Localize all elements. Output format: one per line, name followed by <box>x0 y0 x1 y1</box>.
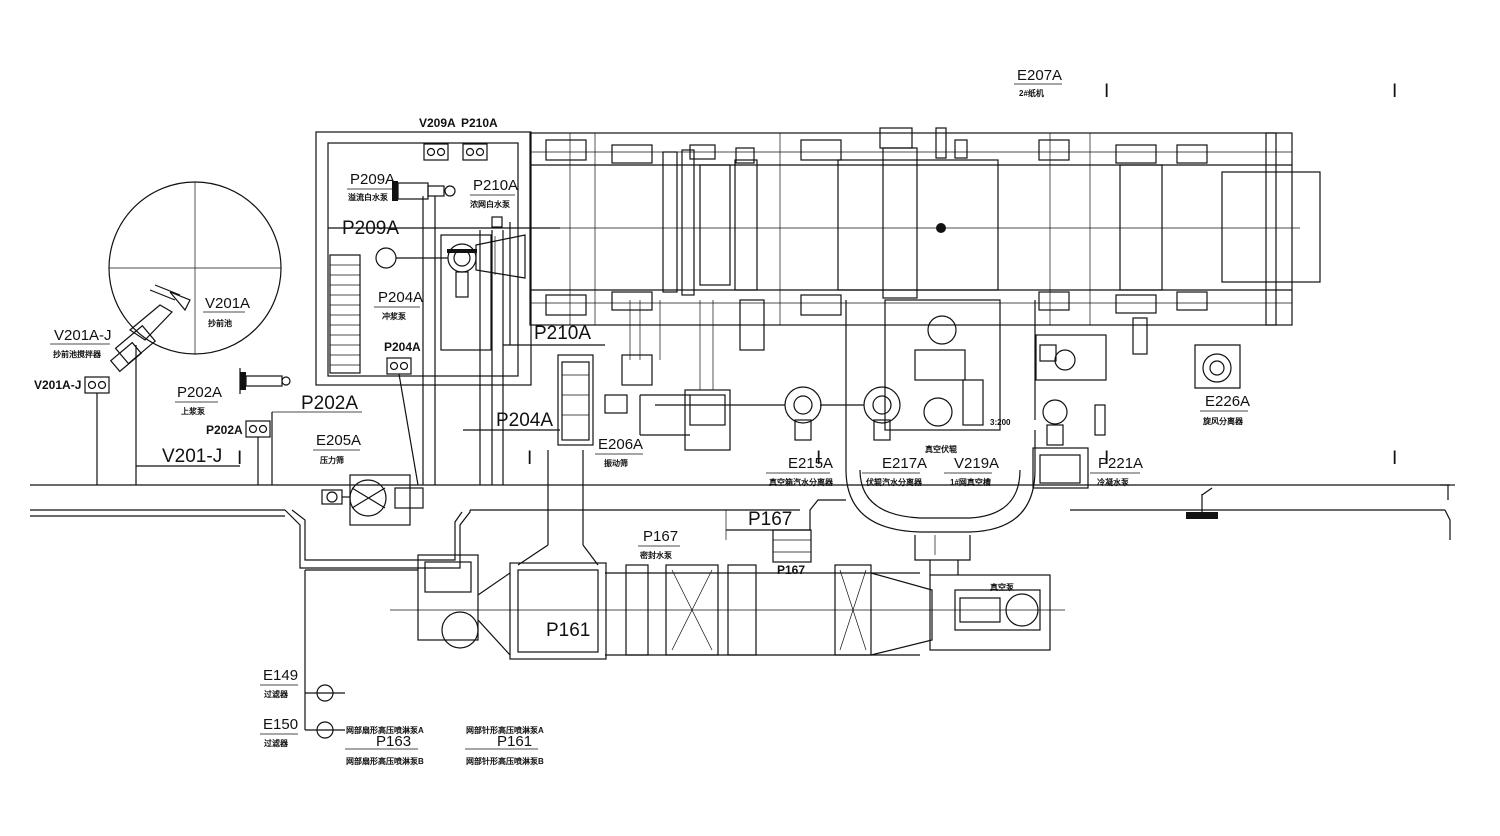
section-mark-4: I <box>1104 448 1109 469</box>
p202a-line-tag: P202A <box>301 393 358 414</box>
p163-b-desc: 网部扇形高压喷淋泵B <box>346 756 424 766</box>
filters-e149-e150: E149 过滤器 E150 过滤器 <box>260 667 345 748</box>
p167-pump-tag: P167 <box>643 528 678 545</box>
e205a-tag: E205A <box>316 432 361 449</box>
e217a-desc: 伏辊汽水分离器 <box>866 477 923 487</box>
p210a-top-tag: P210A <box>461 116 498 130</box>
right-pumps: E226A 旋风分离器 <box>1032 334 1250 519</box>
p221a-desc: 冷凝水泵 <box>1097 477 1129 487</box>
agitator-icon <box>109 284 191 373</box>
stairs <box>329 254 361 374</box>
section-marks: I I I I I I I <box>237 81 1397 469</box>
p163-tag: P163 <box>376 733 411 750</box>
flow-box <box>621 300 731 451</box>
e205a-desc: 压力筛 <box>320 455 344 465</box>
vacuum-motor-note: 真空泵 <box>990 582 1014 592</box>
vacuum-hood-note: 真空伏辊 <box>925 444 957 454</box>
floor-lines <box>30 484 1455 569</box>
separators-area: 真空伏辊 3:200 <box>655 299 1036 533</box>
p167-line-tag: P167 <box>748 509 792 530</box>
spray-pumps-legend: 网部扇形高压喷淋泵A P163 网部扇形高压喷淋泵B 网部针形高压喷淋泵A P1… <box>345 725 544 766</box>
p161-b-desc: 网部针形高压喷淋泵B <box>466 756 544 766</box>
section-mark-6: I <box>1104 81 1109 102</box>
section-mark-2: I <box>527 448 532 469</box>
v201a-desc: 抄前池 <box>208 318 232 328</box>
pump-station-lower <box>304 554 511 730</box>
p204a-desc: 冲浆泵 <box>382 311 406 321</box>
p167-small-tag: P167 <box>777 563 805 577</box>
p209a-line-tag: P209A <box>342 218 399 239</box>
v201a-j-tag: V201A-J <box>54 327 112 344</box>
p209a-tag: P209A <box>350 171 395 188</box>
white-water-pit: V209A P210A P209A 溢流白水泵 P210A 浓网白水泵 <box>315 116 560 486</box>
p204a-line-tag: P204A <box>496 410 553 431</box>
p210a-line-tag: P210A <box>534 323 591 344</box>
p202a-desc: 上浆泵 <box>181 406 205 416</box>
e205a-pressure-screen: E205A 压力筛 <box>313 432 424 526</box>
p202a-box-tag: P202A <box>206 423 243 437</box>
e206a-vibrating-screen: E206A 振动筛 <box>547 354 643 545</box>
e150-tag: E150 <box>263 716 298 733</box>
p161-tag: P161 <box>497 733 532 750</box>
section-mark-3: I <box>816 448 821 469</box>
p210a-tag: P210A <box>473 177 518 194</box>
p221a-tag: P221A <box>1098 455 1143 472</box>
p163-a-desc: 网部扇形高压喷淋泵A <box>346 725 424 735</box>
p161-box-tag: P161 <box>546 620 590 641</box>
v201a-tag: V201A <box>205 295 250 312</box>
v219a-tag: V219A <box>954 455 999 472</box>
e226a-tag: E226A <box>1205 393 1250 410</box>
e217a-tag: E217A <box>882 455 927 472</box>
p161-a-desc: 网部针形高压喷淋泵A <box>466 725 544 735</box>
e149-tag: E149 <box>263 667 298 684</box>
e206a-desc: 振动筛 <box>604 458 628 468</box>
vacuum-line-lower: P161 真空泵 <box>390 535 1065 660</box>
p204a-tag: P204A <box>378 289 423 306</box>
e215a-tag: E215A <box>788 455 833 472</box>
v219a-desc: 1#网真空槽 <box>950 477 991 487</box>
p167-pump-desc: 密封水泵 <box>639 550 672 560</box>
section-mark-1: I <box>237 448 242 469</box>
v201a-j-box-tag: V201A-J <box>34 378 81 392</box>
p209a-desc: 溢流白水泵 <box>348 192 388 202</box>
tags-row-2: E215A 真空箱汽水分离器 E217A 伏辊汽水分离器 V219A 1#网真空… <box>766 455 1143 487</box>
e150-desc: 过滤器 <box>264 738 289 748</box>
paper-machine-e207a: E207A 2#纸机 <box>529 67 1321 355</box>
e226a-desc: 旋风分离器 <box>1202 416 1244 426</box>
p202a-pump: P202A 上浆泵 P202A P202A V201-J <box>135 345 362 485</box>
p202a-tag: P202A <box>177 384 222 401</box>
v209a-tag: V209A <box>419 116 456 130</box>
e207a-tag: E207A <box>1017 67 1062 84</box>
section-mark-7: I <box>1392 81 1397 102</box>
v201-j-line-tag: V201-J <box>162 446 222 467</box>
v201a-tank: V201A 抄前池 V201A-J 抄前池搅拌器 V201A-J <box>34 181 282 485</box>
p204a-pump-icon <box>375 234 526 351</box>
p210a-desc: 浓网白水泵 <box>470 199 510 209</box>
p209a-pump-icon <box>392 181 456 201</box>
e149-desc: 过滤器 <box>264 689 289 699</box>
p204a-box-tag: P204A <box>384 340 421 354</box>
pump-icon <box>239 368 291 394</box>
section-mark-5: I <box>1392 448 1397 469</box>
e215a-desc: 真空箱汽水分离器 <box>769 477 834 487</box>
vacuum-elev-note: 3:200 <box>990 418 1011 427</box>
e206a-tag: E206A <box>598 436 643 453</box>
v201a-j-desc: 抄前池搅拌器 <box>53 349 102 359</box>
e207a-desc: 2#纸机 <box>1019 88 1044 98</box>
